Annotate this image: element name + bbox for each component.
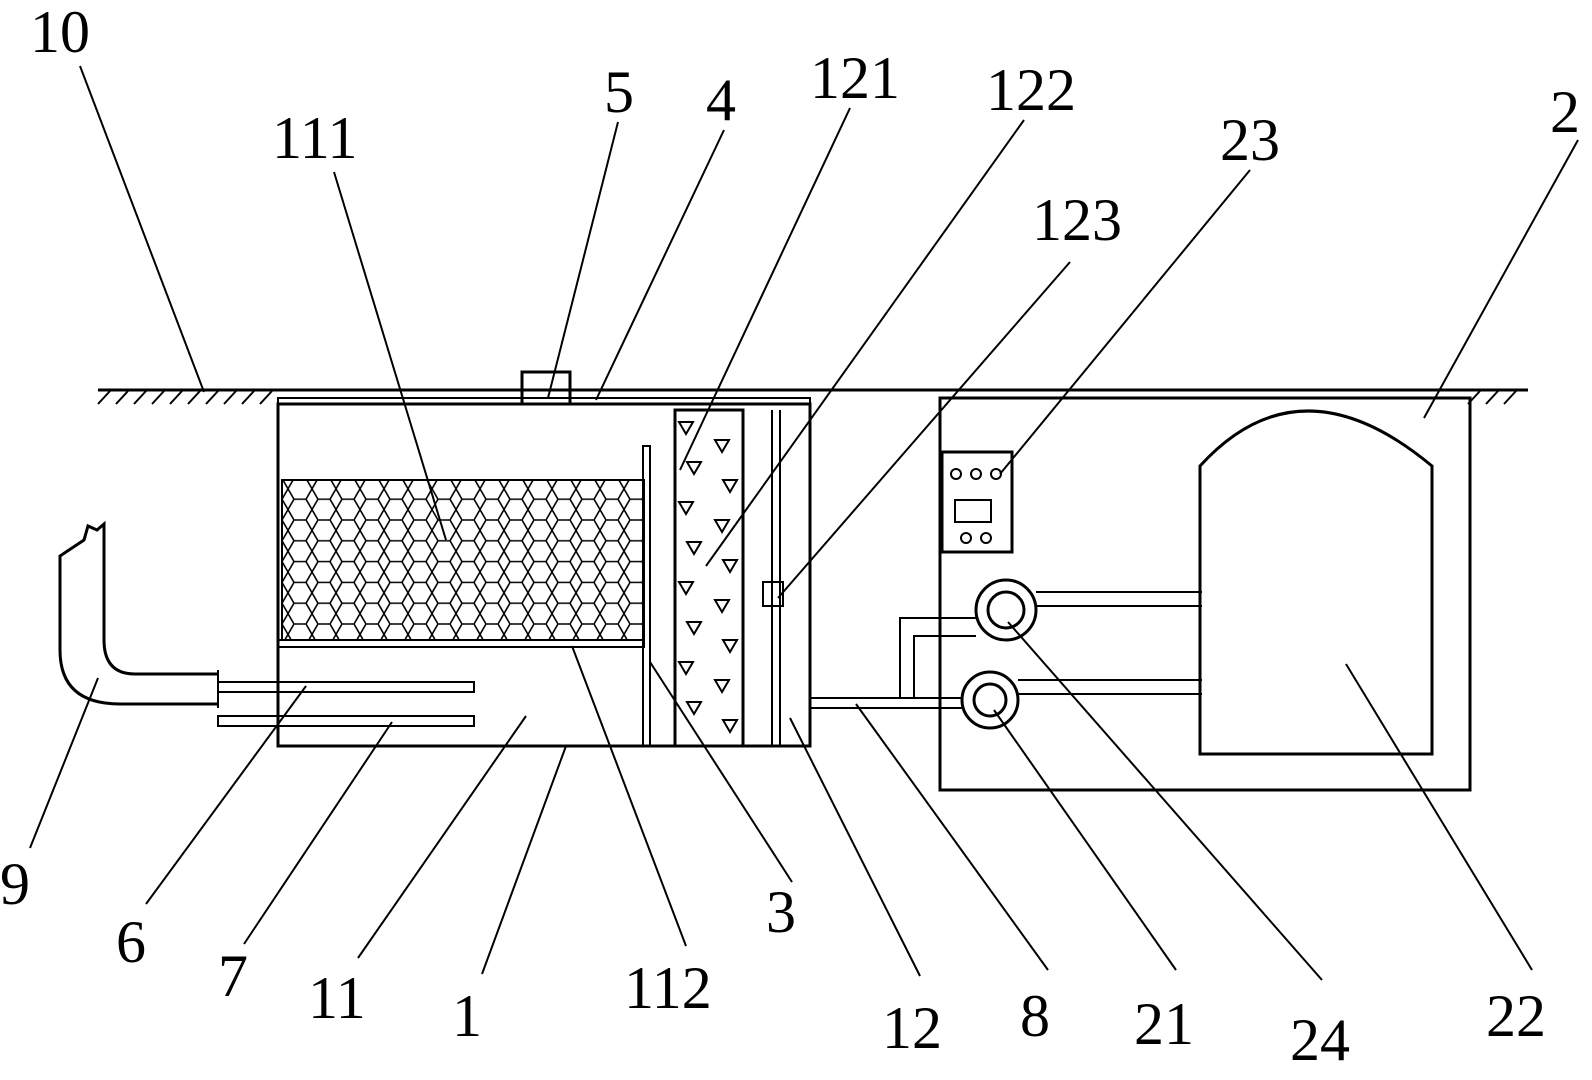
filter-granule — [713, 679, 731, 694]
label-112: 112 — [624, 955, 712, 1021]
label-23: 23 — [1220, 107, 1280, 173]
filter-granule — [677, 501, 695, 516]
ground-hatch-mark — [169, 390, 183, 405]
label-24: 24 — [1290, 1007, 1350, 1073]
ground-hatch-mark — [97, 390, 111, 405]
label-121: 121 — [810, 45, 900, 111]
filter-granule — [685, 541, 703, 556]
label-12: 12 — [882, 995, 942, 1061]
ground-surface — [97, 388, 1528, 405]
filter-granule — [713, 599, 731, 614]
equipment-pit — [938, 396, 1472, 792]
label-8: 8 — [1020, 983, 1050, 1049]
ground-hatch-mark — [187, 390, 201, 405]
ground-hatch-mark — [259, 390, 273, 405]
baffle-plate — [642, 445, 651, 747]
label-122: 122 — [986, 57, 1076, 123]
filter-granule — [685, 461, 703, 476]
filter-granule — [677, 661, 695, 676]
label-2: 2 — [1550, 79, 1580, 145]
leader-lines — [29, 65, 1579, 981]
ground-hatch-mark — [205, 390, 219, 405]
filter-granule — [677, 581, 695, 596]
filter-granule — [713, 519, 731, 534]
drain-pipe-elbow — [58, 520, 218, 706]
label-3: 3 — [766, 879, 796, 945]
label-11: 11 — [308, 965, 366, 1031]
connecting-pipes — [899, 591, 1202, 698]
support-plate — [277, 639, 645, 648]
outlet-pipe — [810, 697, 962, 709]
label-1: 1 — [452, 983, 482, 1049]
storage-tank — [1198, 409, 1434, 756]
filter-granule — [721, 559, 739, 574]
label-111: 111 — [272, 105, 358, 171]
filter-granule — [721, 639, 739, 654]
filter-granule — [713, 439, 731, 454]
label-9: 9 — [0, 851, 30, 917]
ground-hatch-mark — [1503, 390, 1517, 405]
ground-hatch-mark — [241, 390, 255, 405]
control-panel — [940, 450, 1014, 554]
level-sensor — [762, 581, 784, 607]
label-123: 123 — [1032, 187, 1122, 253]
upper-pump — [974, 578, 1038, 642]
label-5: 5 — [604, 59, 634, 125]
filter-granule — [721, 719, 739, 734]
inlet-pipes — [217, 681, 475, 727]
filter-granule — [685, 621, 703, 636]
label-21: 21 — [1134, 991, 1194, 1057]
label-22: 22 — [1486, 983, 1546, 1049]
hexagon-filter-media — [281, 479, 645, 641]
label-6: 6 — [116, 909, 146, 975]
label-7: 7 — [218, 943, 248, 1009]
ground-hatch-mark — [151, 390, 165, 405]
ground-hatch-mark — [223, 390, 237, 405]
inspection-port — [520, 370, 572, 406]
filter-granule — [721, 479, 739, 494]
lower-pump — [960, 670, 1020, 730]
label-10: 10 — [30, 0, 90, 65]
label-4: 4 — [706, 67, 736, 133]
ground-hatch-mark — [115, 390, 129, 405]
filter-granule — [677, 421, 695, 436]
ground-hatch-mark — [1485, 390, 1499, 405]
ground-hatch-mark — [133, 390, 147, 405]
filter-granule — [685, 701, 703, 716]
